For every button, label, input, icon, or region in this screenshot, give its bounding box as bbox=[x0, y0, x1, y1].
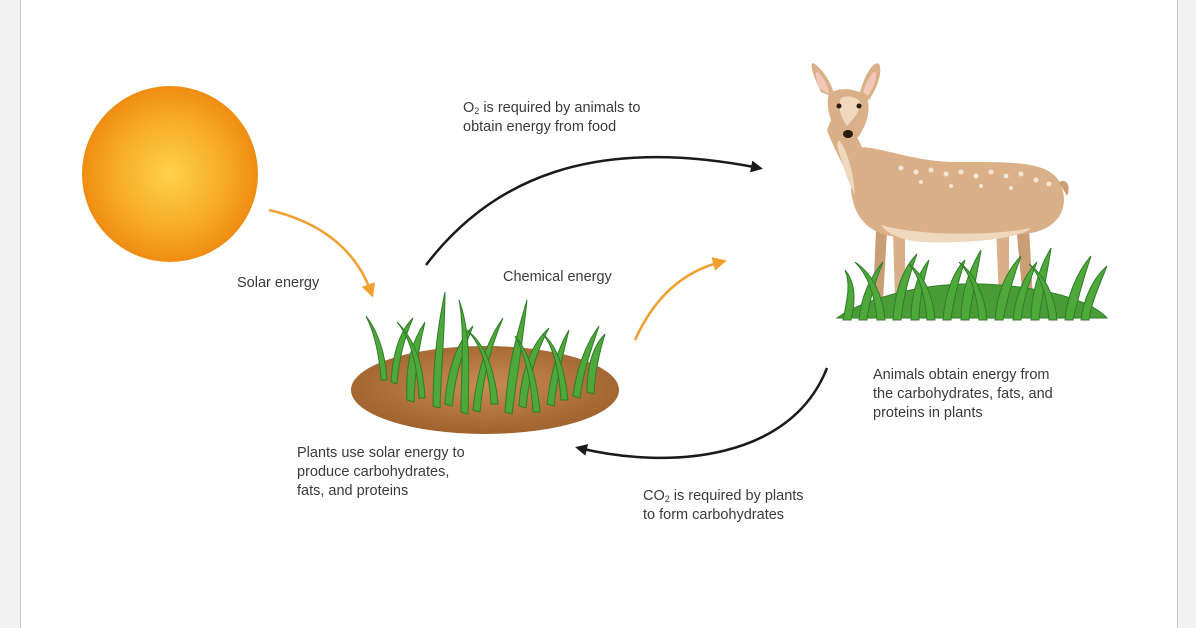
grass-icon bbox=[835, 247, 1109, 321]
animals-description-label: Animals obtain energy from the carbohydr… bbox=[873, 367, 1053, 421]
chemical-energy-label: Chemical energy bbox=[503, 269, 612, 285]
o2-requirement-label: O2 is required by animals to obtain ener… bbox=[463, 100, 641, 135]
o2-arrow bbox=[425, 156, 763, 266]
sun-icon bbox=[82, 86, 258, 262]
chemical-energy-arrow bbox=[633, 257, 727, 341]
solar-energy-label: Solar energy bbox=[237, 275, 320, 291]
plants-description-label: Plants use solar energy to produce carbo… bbox=[297, 445, 465, 499]
plants-on-soil-icon bbox=[351, 291, 619, 434]
diagram-canvas bbox=[82, 63, 1109, 460]
diagram-frame: Solar energy Chemical energy O2 is requi… bbox=[20, 0, 1178, 628]
solar-energy-arrow bbox=[268, 208, 375, 298]
co2-requirement-label: CO2 is required by plants to form carboh… bbox=[643, 488, 804, 523]
deer-icon bbox=[811, 63, 1069, 300]
co2-arrow bbox=[575, 367, 829, 460]
